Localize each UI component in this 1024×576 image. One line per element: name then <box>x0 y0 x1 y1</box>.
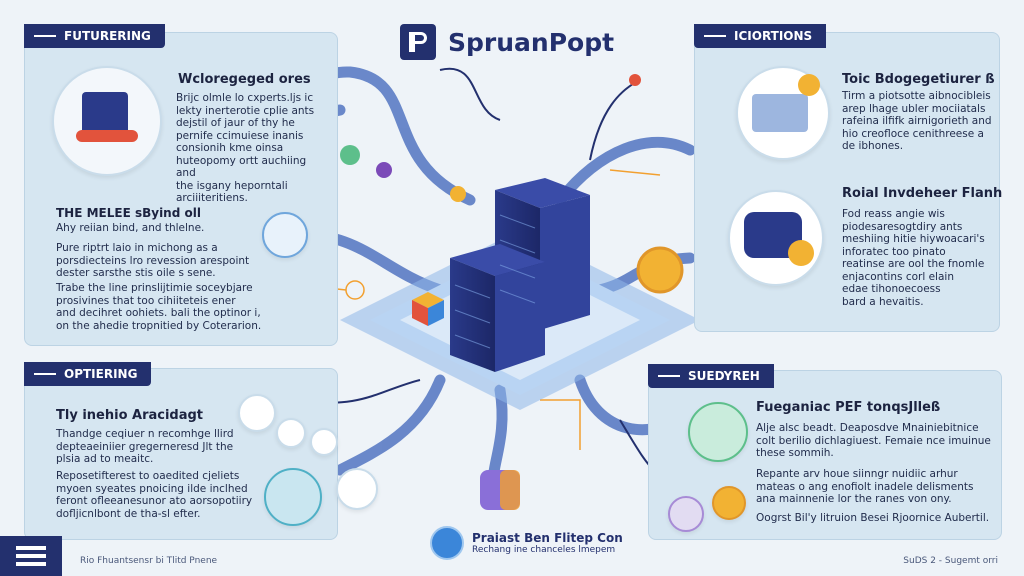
top-right-body-1: Tirm a piotsotte aibnocibleis arep lhage… <box>842 90 992 152</box>
top-right-heading-2: Roial Invdeheer Flanh <box>842 186 1003 201</box>
panel-top-right <box>694 32 1000 332</box>
corner-logo-icon <box>0 536 62 576</box>
top-left-para1: Pure riptrt laio in michong as a porsdie… <box>56 242 250 279</box>
logo-title: SpruanPopt <box>448 27 615 57</box>
document-icon[interactable] <box>238 394 276 432</box>
top-left-para2: Trabe the line prinslijtimie soceybjare … <box>56 282 262 332</box>
top-left-subheading: THE MELEE sByind oll <box>56 206 201 220</box>
bottom-right-body-3: Oogrst Bil'y litruion Besei Rjoornice Au… <box>756 512 990 524</box>
color-cube <box>412 292 444 326</box>
tab-bottom-left[interactable]: OPTIERING <box>24 362 152 386</box>
top-right-body-2: Fod reass angie wis piodesaresogtdiry an… <box>842 208 985 308</box>
bitcoin-icon[interactable] <box>688 402 748 462</box>
bottom-left-body-2: Reposetifterest to oaedited cjeliets myo… <box>56 470 253 520</box>
tab-top-right[interactable]: ICIORTIONS <box>694 24 827 48</box>
cta-title: Praiast Ben Flitep Con <box>472 531 623 545</box>
cloud-circle-icon[interactable] <box>264 468 322 526</box>
app-logo: SpruanPopt <box>400 20 614 64</box>
top-left-heading: Wcloregeged ores <box>178 72 311 87</box>
illustration-circle-top-right-1 <box>736 66 830 160</box>
top-right-heading-1: Toic Bdogegetiurer ß <box>842 72 995 87</box>
tab-top-left[interactable]: FUTURERING <box>24 24 165 48</box>
bottom-right-body-2: Repante arv houe siinngr nuidiic arhur m… <box>756 468 974 505</box>
coin-badge-icon[interactable] <box>712 486 746 520</box>
bottom-right-heading: Fueganiac PEF tonqsJlleß <box>756 400 941 415</box>
coin-icon <box>798 74 820 96</box>
cta-block[interactable]: Praiast Ben Flitep Con Rechang ine chanc… <box>430 526 623 560</box>
illustration-circle-top-left <box>52 66 162 176</box>
top-left-body: Brijc olmle lo cxperts.ljs ic lekty iner… <box>176 92 315 204</box>
info-icon-2[interactable] <box>310 428 338 456</box>
building-front <box>450 244 545 372</box>
pipe-right-upper <box>554 136 696 206</box>
coin-large <box>636 246 684 294</box>
bottom-right-body-1: Alje alsc beadt. Deaposdve Mnainiebitnic… <box>756 422 991 459</box>
footer-left: Rio Fhuantsensr bi Tlitd Pnene <box>80 556 218 566</box>
coin-icon-2 <box>788 240 814 266</box>
p-badge-icon[interactable] <box>668 496 704 532</box>
bottom-left-heading: Tly inehio Aracidagt <box>56 408 204 423</box>
logo-mark-icon <box>400 24 436 60</box>
top-left-subline: Ahy reiian bind, and thlelne. <box>56 222 205 234</box>
cta-subtitle: Rechang ine chanceles lmepem <box>472 545 616 555</box>
tab-bottom-right[interactable]: SUEDYREH <box>648 364 774 388</box>
feather-circle <box>262 212 308 258</box>
footer-right: SuDS 2 - Sugemt orri <box>903 556 998 566</box>
wifi-icon[interactable] <box>336 468 378 510</box>
illustration-circle-top-right-2 <box>728 190 824 286</box>
globe-icon <box>430 526 464 560</box>
info-icon[interactable] <box>276 418 306 448</box>
bottom-left-body-1: Thandge ceqiuer n recomhge llird depteae… <box>56 428 234 465</box>
pipe-bottom-left <box>334 374 446 476</box>
